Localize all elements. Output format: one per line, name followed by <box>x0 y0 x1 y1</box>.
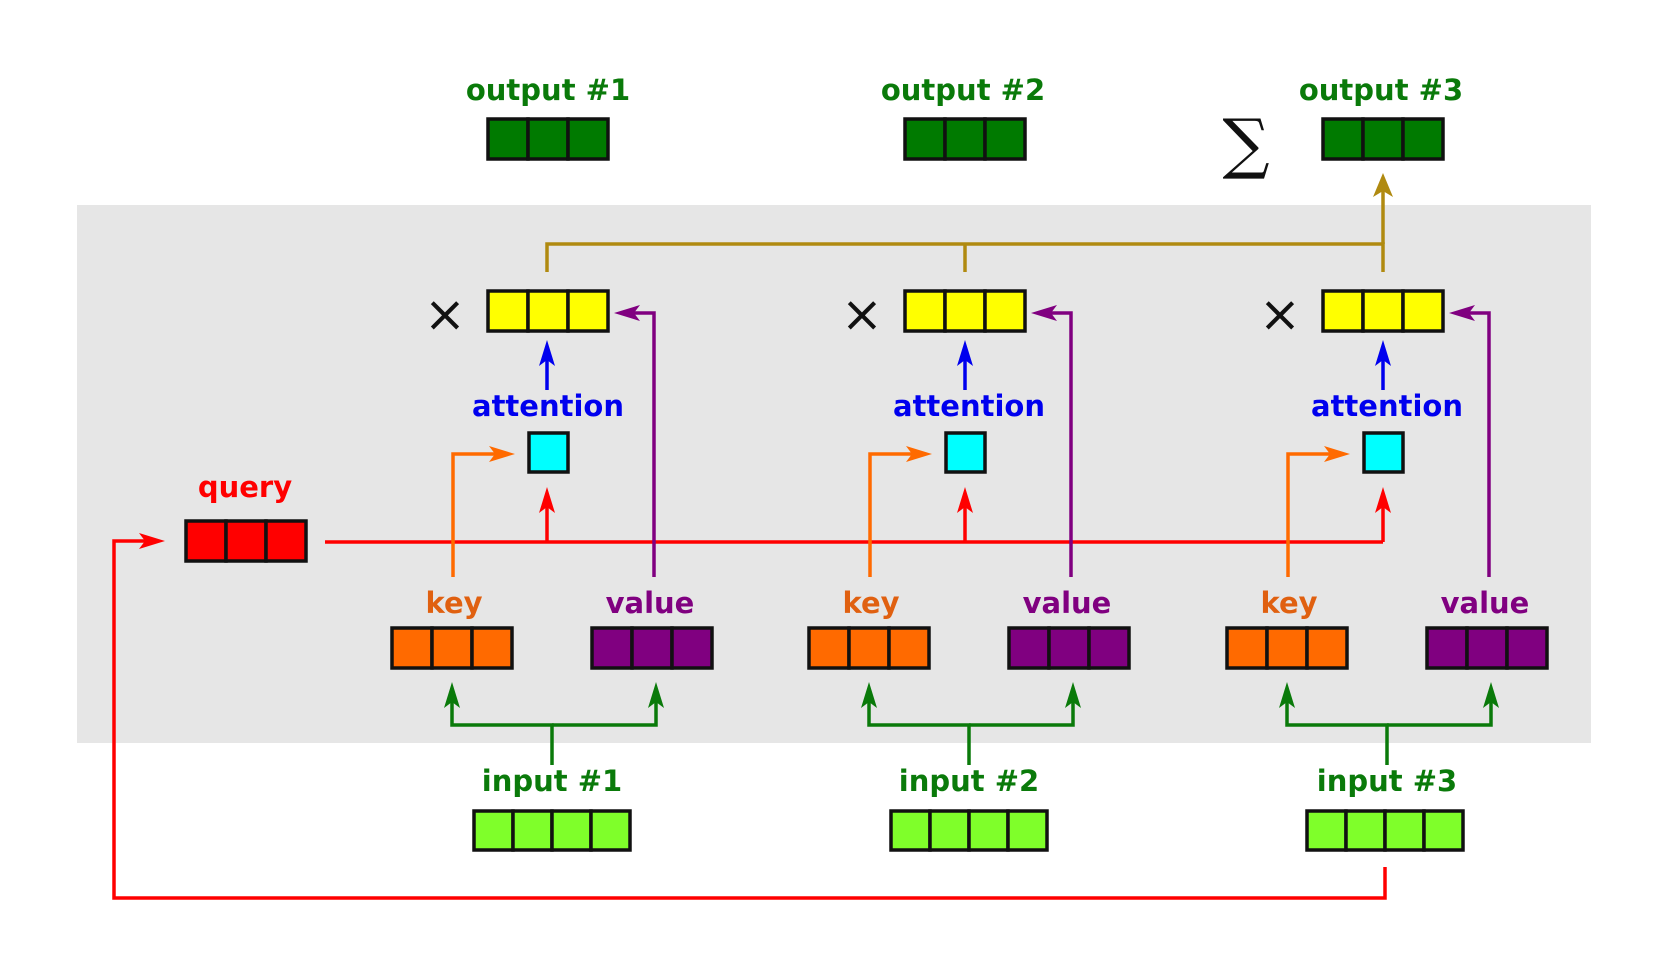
value-label-2: value <box>1023 586 1112 620</box>
key-vector-3 <box>1225 626 1349 670</box>
column-1: × attention key value <box>390 285 714 852</box>
weighted-vector-1 <box>486 289 610 333</box>
value-to-weighted-1 <box>614 305 656 577</box>
input-label-3: input #3 <box>1317 764 1457 798</box>
output-label-3: output #3 <box>1299 73 1463 107</box>
attention-score-1 <box>527 431 570 474</box>
output-block-2: output #2 <box>881 73 1045 161</box>
column-2: × attention key value <box>807 285 1131 852</box>
input-split-3 <box>1279 682 1499 765</box>
output-block-1: output #1 <box>466 73 630 161</box>
input-label-2: input #2 <box>899 764 1039 798</box>
value-vector-3 <box>1425 626 1549 670</box>
input-split-2 <box>861 682 1081 765</box>
value-vector-2 <box>1007 626 1131 670</box>
key-to-attention-2 <box>868 446 932 577</box>
value-label-3: value <box>1441 586 1530 620</box>
key-label-3: key <box>1260 586 1317 620</box>
weighted-vector-3 <box>1321 289 1445 333</box>
input-label-1: input #1 <box>482 764 622 798</box>
output-label-2: output #2 <box>881 73 1045 107</box>
output-vector-3 <box>1321 117 1445 161</box>
output-vector-1 <box>486 117 610 161</box>
value-to-weighted-3 <box>1449 305 1491 577</box>
output-block-3: output #3 ∑ <box>1222 73 1463 182</box>
query-label: query <box>198 470 292 504</box>
column-3: × attention key value <box>1225 285 1549 852</box>
value-label-1: value <box>606 586 695 620</box>
attention-score-2 <box>944 431 987 474</box>
attention-score-3 <box>1362 431 1405 474</box>
key-to-attention-3 <box>1286 446 1350 577</box>
key-vector-1 <box>390 626 514 670</box>
key-label-1: key <box>425 586 482 620</box>
sum-symbol: ∑ <box>1222 105 1269 182</box>
query-connector <box>112 487 1391 900</box>
attention-label-2: attention <box>893 389 1045 423</box>
key-label-2: key <box>842 586 899 620</box>
times-symbol-2: × <box>841 285 883 343</box>
input-vector-2 <box>889 809 1049 852</box>
output-label-1: output #1 <box>466 73 630 107</box>
value-to-weighted-2 <box>1031 305 1073 577</box>
times-symbol-3: × <box>1259 285 1301 343</box>
input-vector-1 <box>472 809 632 852</box>
attention-label-3: attention <box>1311 389 1463 423</box>
input-split-1 <box>444 682 664 765</box>
key-to-attention-1 <box>451 446 515 577</box>
output-vector-2 <box>903 117 1027 161</box>
query-block: query <box>184 470 308 563</box>
attention-label-1: attention <box>472 389 624 423</box>
input-vector-3 <box>1305 809 1465 852</box>
weighted-vector-2 <box>903 289 1027 333</box>
key-vector-2 <box>807 626 931 670</box>
times-symbol-1: × <box>424 285 466 343</box>
value-vector-1 <box>590 626 714 670</box>
query-vector <box>184 519 308 563</box>
sum-connector <box>545 173 1393 272</box>
